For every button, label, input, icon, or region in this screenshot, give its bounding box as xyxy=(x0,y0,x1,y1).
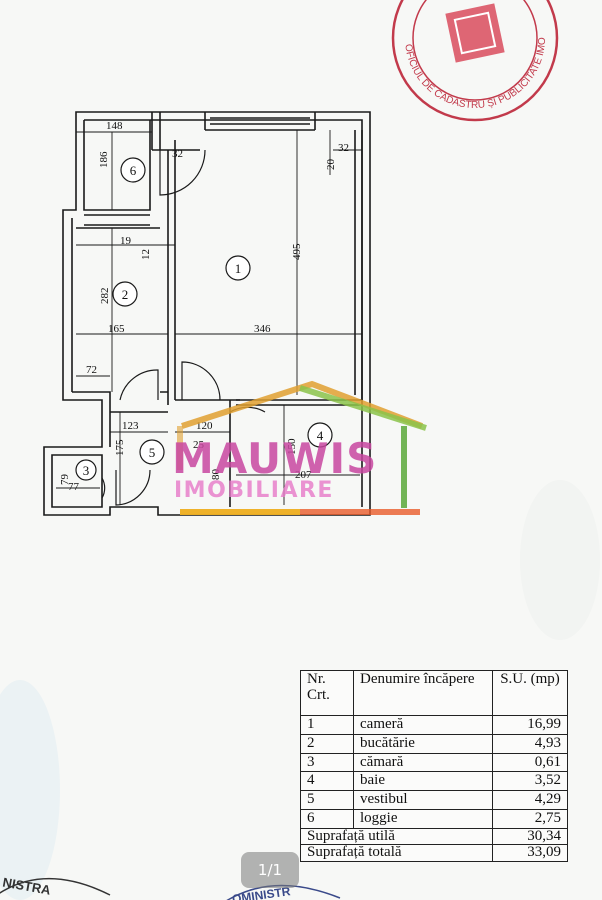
table-row: 2 bucătărie 4,93 xyxy=(300,733,568,754)
row-nr: 2 xyxy=(300,733,354,754)
row-name: bucătărie xyxy=(353,733,493,754)
row-su: 4,93 xyxy=(492,733,568,754)
row-name: cămară xyxy=(353,752,493,773)
room-number-5: 5 xyxy=(149,445,156,460)
row-name: loggie xyxy=(353,808,493,829)
room-number-6: 6 xyxy=(130,163,137,178)
dim-label: 25 xyxy=(193,439,205,451)
row-su: 0,61 xyxy=(492,752,568,773)
dim-label: 32 xyxy=(172,148,183,160)
dim-label: 79 xyxy=(59,474,71,486)
room-area-table: Nr. Crt. Denumire încăpere S.U. (mp) 1 c… xyxy=(300,670,568,862)
dimension-lines xyxy=(56,130,362,505)
room-number-4: 4 xyxy=(317,428,324,443)
row-nr: 5 xyxy=(300,790,354,810)
room-number-1: 1 xyxy=(235,261,242,276)
dim-label: 80 xyxy=(210,469,222,481)
total-area-label: Suprafață totală xyxy=(300,844,493,862)
header-name: Denumire încăpere xyxy=(353,670,493,716)
total-area-row: Suprafață totală 33,09 xyxy=(300,844,568,862)
dim-label: 19 xyxy=(120,235,132,247)
row-su: 4,29 xyxy=(492,790,568,810)
dim-label: 165 xyxy=(108,323,125,335)
row-nr: 4 xyxy=(300,771,354,791)
useful-area-label: Suprafață utilă xyxy=(300,827,493,846)
dim-label: 72 xyxy=(86,364,97,376)
watermark-logo xyxy=(177,380,427,515)
dim-label: 495 xyxy=(291,243,303,260)
row-su: 2,75 xyxy=(492,808,568,829)
dim-label: 150 xyxy=(286,438,298,455)
table-row: 3 cămară 0,61 xyxy=(300,752,568,773)
plan-walls xyxy=(43,111,371,516)
cadastre-stamp: OFICIUL DE CADASTRU ȘI PUBLICITATE IMOBI… xyxy=(0,0,559,122)
table-row: 1 cameră 16,99 xyxy=(300,715,568,735)
dim-label: 148 xyxy=(106,120,123,132)
room-number-2: 2 xyxy=(122,287,129,302)
dim-label: 12 xyxy=(140,249,152,260)
table-header-row: Nr. Crt. Denumire încăpere S.U. (mp) xyxy=(300,670,568,716)
row-name: cameră xyxy=(353,715,493,735)
room-number-3: 3 xyxy=(83,463,90,478)
dim-label: 20 xyxy=(325,159,337,171)
useful-area-value: 30,34 xyxy=(492,827,568,846)
row-nr: 3 xyxy=(300,752,354,773)
row-name: vestibul xyxy=(353,790,493,810)
table-row: 5 vestibul 4,29 xyxy=(300,790,568,810)
row-su: 3,52 xyxy=(492,771,568,791)
dim-label: 282 xyxy=(99,288,111,305)
table-row: 4 baie 3,52 xyxy=(300,771,568,791)
total-area-value: 33,09 xyxy=(492,844,568,862)
row-name: baie xyxy=(353,771,493,791)
dim-label: 32 xyxy=(338,142,349,154)
dim-label: 123 xyxy=(122,420,139,432)
paper-stain xyxy=(0,680,60,900)
door-swings xyxy=(101,149,266,506)
room-markers xyxy=(75,157,333,481)
table-row: 6 loggie 2,75 xyxy=(300,808,568,829)
dim-label: 175 xyxy=(114,439,126,456)
row-nr: 1 xyxy=(300,715,354,735)
useful-area-row: Suprafață utilă 30,34 xyxy=(300,827,568,846)
dim-label: 207 xyxy=(295,469,312,481)
header-nr: Nr. Crt. xyxy=(300,670,354,716)
dim-label: 186 xyxy=(98,151,110,168)
header-su: S.U. (mp) xyxy=(492,670,568,716)
page-counter[interactable]: 1/1 xyxy=(241,852,299,888)
dim-label: 77 xyxy=(68,481,80,493)
row-nr: 6 xyxy=(300,808,354,829)
row-su: 16,99 xyxy=(492,715,568,735)
dim-label: 346 xyxy=(254,323,271,335)
